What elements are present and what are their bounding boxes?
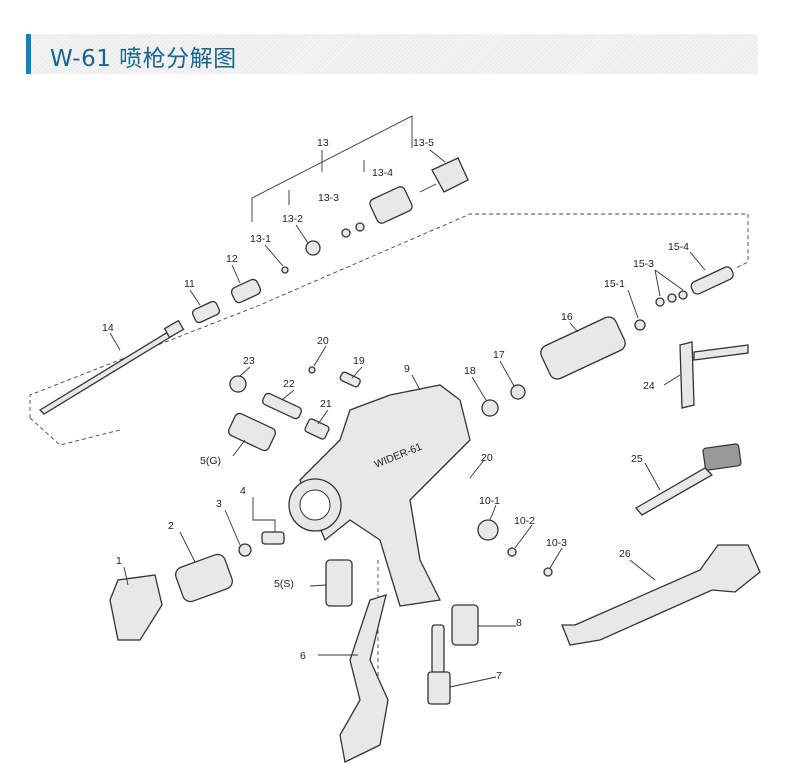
part-15-4 — [690, 266, 734, 295]
part-label: 8 — [516, 617, 522, 629]
part-25-brush — [634, 467, 714, 516]
part-label: 21 — [320, 398, 332, 410]
part-13-3a — [341, 228, 351, 238]
part-13-3b — [355, 222, 365, 232]
leader-lines — [109, 149, 706, 688]
part-label: 10-1 — [479, 495, 500, 507]
part-label: 9 — [404, 363, 410, 375]
part-label: 25 — [631, 453, 643, 465]
part-label: 16 — [561, 311, 573, 323]
part-13-5-knob — [431, 157, 469, 193]
part-15-3a — [655, 297, 665, 307]
part-13-4 — [369, 186, 413, 224]
part-label: 17 — [493, 349, 505, 361]
part-10-1 — [477, 519, 499, 541]
part-4 — [261, 531, 285, 545]
part-label: 10-2 — [514, 515, 535, 527]
part-spring-11 — [191, 300, 221, 324]
part-8-fitting — [451, 604, 479, 646]
assembly-path — [29, 213, 749, 418]
part-label: 26 — [619, 548, 631, 560]
part-5S-fitting — [325, 559, 353, 607]
part-needle — [38, 331, 174, 415]
section-header: W-61 喷枪分解图 — [26, 34, 758, 74]
part-7-stem — [431, 624, 445, 674]
part-label: 15-3 — [633, 258, 654, 270]
part-15-1 — [634, 319, 646, 331]
part-label: 20 — [317, 335, 329, 347]
part-21 — [304, 418, 330, 440]
part-22-spring — [262, 392, 302, 420]
part-5G-fitting — [227, 412, 277, 452]
part-label: 22 — [283, 378, 295, 390]
assembly-path — [29, 417, 121, 446]
part-15-3b — [667, 293, 677, 303]
part-label: 2 — [168, 520, 174, 532]
part-label: 13-2 — [282, 213, 303, 225]
part-label: 15-4 — [668, 241, 689, 253]
part-9-gun-body — [299, 384, 471, 607]
part-label: 11 — [184, 278, 195, 290]
part-label: 13-3 — [318, 192, 339, 204]
part-label: 14 — [102, 322, 114, 334]
part-label: 24 — [643, 380, 655, 392]
part-13-2 — [305, 240, 321, 256]
page-title: W-61 喷枪分解图 — [50, 46, 237, 72]
part-15-3c — [678, 290, 688, 300]
part-3 — [238, 543, 252, 557]
part-label: 19 — [353, 355, 365, 367]
part-7-connector — [427, 671, 451, 705]
part-24-tool — [679, 341, 749, 409]
part-label: 18 — [464, 365, 476, 377]
part-16-air-valve — [540, 316, 626, 380]
part-label: 13 — [317, 137, 329, 149]
part-25-bristles — [702, 443, 742, 471]
part-needle-collar — [163, 319, 185, 339]
part-26-wrench — [561, 544, 761, 646]
part-18 — [481, 399, 499, 417]
part-label: 4 — [240, 485, 246, 497]
group-bracket-13 — [251, 115, 413, 222]
part-20-clip — [308, 366, 316, 374]
part-19-pin — [339, 371, 361, 388]
part-label: 3 — [216, 498, 222, 510]
part-10-2 — [507, 547, 517, 557]
header-accent-bar — [26, 34, 31, 74]
part-label: 23 — [243, 355, 255, 367]
part-1-air-cap — [109, 574, 163, 641]
part-23 — [229, 375, 247, 393]
part-label: 5(G) — [200, 455, 221, 467]
part-label: 20 — [481, 452, 493, 464]
part-label: 13-1 — [250, 233, 271, 245]
part-17 — [510, 384, 526, 400]
part-label: 15-1 — [604, 278, 625, 290]
part-6-trigger — [339, 594, 389, 763]
part-label: 10-3 — [546, 537, 567, 549]
part-10-3 — [543, 567, 553, 577]
part-label: 5(S) — [274, 578, 294, 590]
part-label: 13-5 — [413, 137, 434, 149]
part-label: 12 — [226, 253, 238, 265]
part-label: 6 — [300, 650, 306, 662]
part-13-1 — [281, 266, 289, 274]
part-spring-12 — [230, 278, 262, 304]
part-label: 7 — [496, 670, 502, 682]
part-2-nozzle — [175, 553, 233, 603]
part-label: 1 — [116, 555, 122, 567]
part-label: 13-4 — [372, 167, 393, 179]
